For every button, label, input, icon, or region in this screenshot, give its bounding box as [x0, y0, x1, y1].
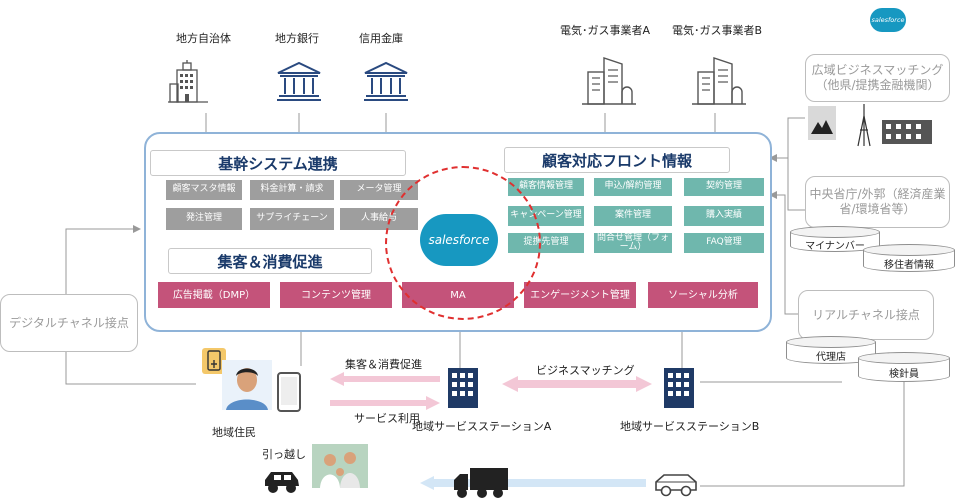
station-a-building-icon — [448, 368, 478, 408]
salesforce-highlight-circle — [385, 166, 541, 320]
label-utility-b: 電気･ガス事業者B — [672, 24, 763, 37]
flow-arrows-left — [330, 372, 440, 410]
marketing-item: ソーシャル分析 — [648, 282, 758, 308]
mynumber-database: マイナンバー — [790, 226, 880, 252]
front-item: 顧客情報管理 — [508, 178, 584, 196]
digital-channel-box: デジタルチャネル接点 — [0, 294, 138, 352]
car-icon — [265, 472, 299, 493]
city-landmarks-icon — [808, 104, 932, 147]
business-matching-arrow — [502, 376, 652, 392]
core-item: メータ管理 — [340, 180, 418, 200]
label-shinkin: 信用金庫 — [359, 32, 403, 45]
meter-reader-database: 検針員 — [858, 352, 950, 382]
core-item: 発注管理 — [166, 208, 242, 230]
core-item: サプライチェーン — [250, 208, 334, 230]
label-business-matching: ビジネスマッチング — [536, 364, 635, 377]
office-building-icon — [692, 57, 746, 105]
office-building-icon — [582, 57, 636, 105]
bank-icon — [277, 61, 321, 101]
phone-touch-icon — [202, 348, 226, 374]
truck-icon — [454, 468, 508, 498]
marketing-item: コンテンツ管理 — [280, 282, 392, 308]
core-item: 料金計算・請求 — [250, 180, 334, 200]
front-item: 契約管理 — [684, 178, 764, 196]
bank-icon — [364, 61, 408, 101]
label-attract: 集客＆消費促進 — [345, 358, 422, 371]
label-moving: 引っ越し — [262, 448, 306, 461]
front-item: FAQ管理 — [684, 233, 764, 253]
label-service-use: サービス利用 — [354, 412, 420, 425]
core-system-header: 基幹システム連携 — [150, 150, 406, 176]
office-building-icon — [168, 60, 208, 103]
real-channel-box: リアルチャネル接点 — [798, 290, 934, 340]
station-b-building-icon — [664, 368, 694, 408]
marketing-item: エンゲージメント管理 — [524, 282, 636, 308]
label-station-b: 地域サービスステーションB — [620, 420, 760, 433]
agency-database: 代理店 — [786, 336, 876, 364]
core-item: 顧客マスタ情報 — [166, 180, 242, 200]
migrant-info-database: 移住者情報 — [863, 244, 955, 272]
label-local-gov: 地方自治体 — [176, 32, 231, 45]
front-item: 購入実績 — [684, 206, 764, 226]
resident-photo — [222, 360, 272, 410]
front-item: 問合せ管理（フォーム） — [594, 233, 672, 253]
label-utility-a: 電気･ガス事業者A — [560, 24, 651, 37]
salesforce-logo: salesforce — [420, 214, 498, 266]
family-photo — [312, 444, 368, 488]
front-item: 案件管理 — [594, 206, 672, 226]
marketing-header: 集客＆消費促進 — [168, 248, 372, 274]
marketing-item: 広告掲載（DMP） — [158, 282, 270, 308]
label-regional-bank: 地方銀行 — [275, 32, 319, 45]
salesforce-logo-small: salesforce — [870, 8, 906, 32]
label-station-a: 地域サービスステーションA — [412, 420, 552, 433]
suv-car-icon — [655, 474, 697, 497]
front-item: 申込/解約管理 — [594, 178, 672, 196]
wide-matching-box: 広域ビジネスマッチング（他県/提携金融機関） — [805, 54, 950, 102]
central-gov-box: 中央省庁/外郭（経済産業省/環境省等） — [805, 176, 950, 228]
label-resident: 地域住民 — [212, 426, 256, 439]
front-info-header: 顧客対応フロント情報 — [504, 147, 730, 173]
smartphone-icon — [277, 372, 301, 412]
